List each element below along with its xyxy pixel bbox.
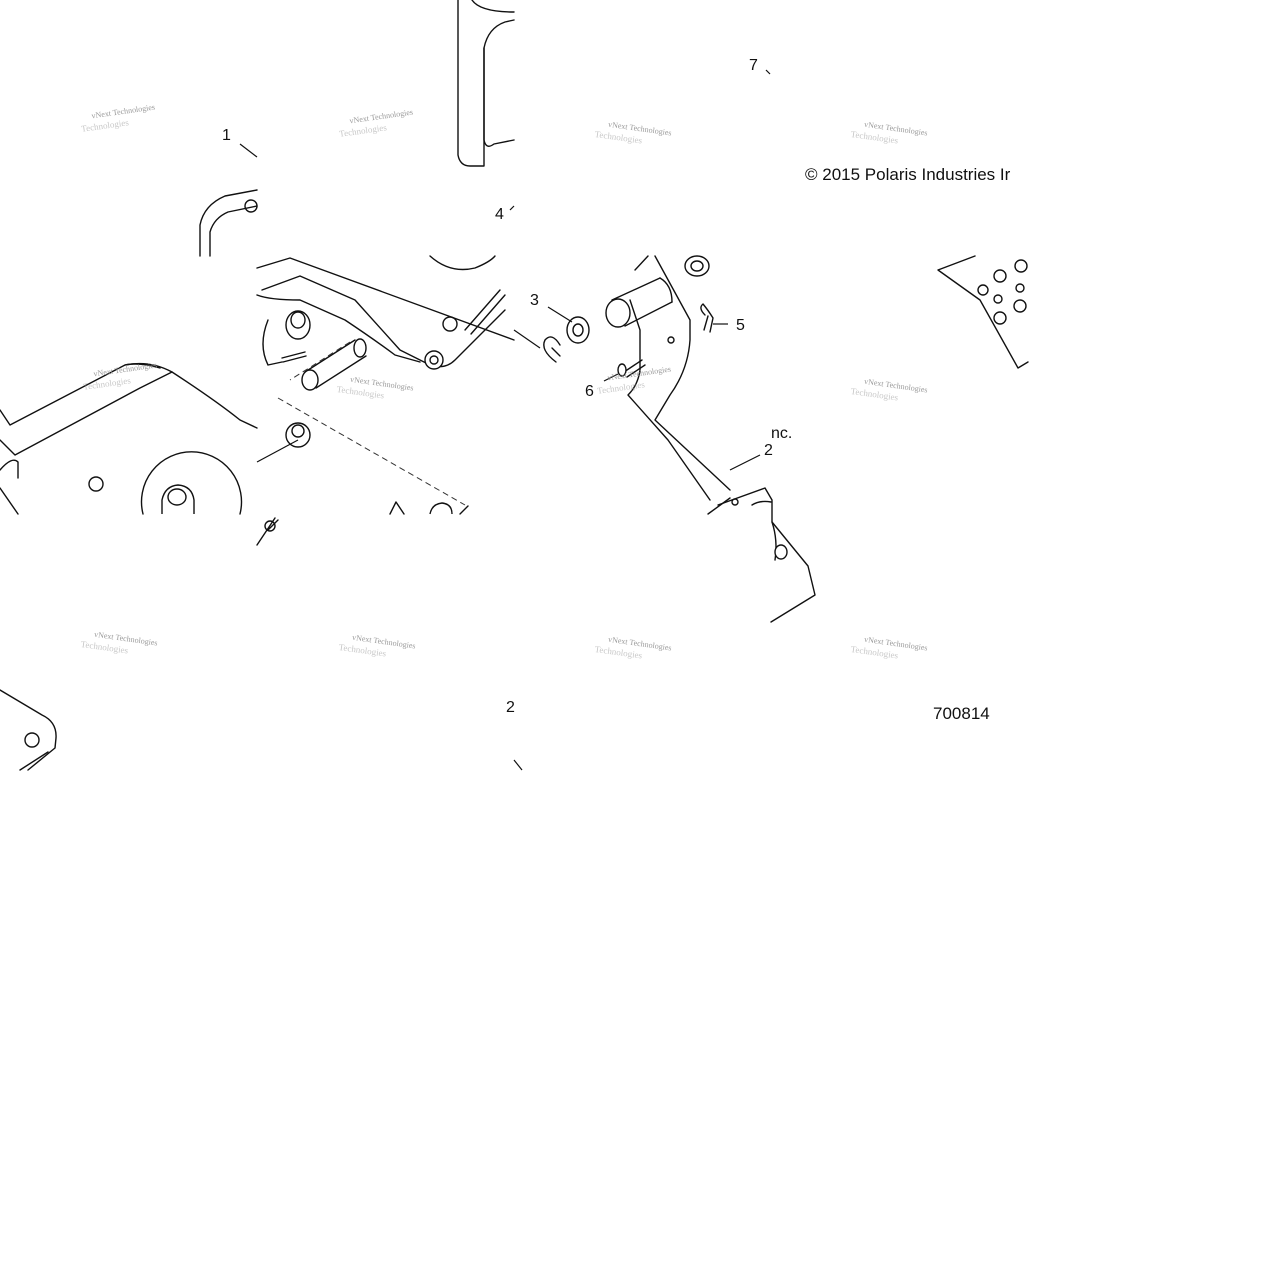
leader-lines: [239, 69, 771, 771]
footrest: [937, 255, 1029, 369]
watermark: vNext Technologies Technologies: [594, 120, 672, 146]
watermark: vNext Technologies Technologies: [850, 635, 928, 661]
watermark: vNext Technologies Technologies: [594, 635, 672, 661]
callout-4: 4: [495, 206, 504, 223]
main-plate: [0, 362, 258, 515]
watermark: vNext Technologies Technologies: [81, 102, 156, 134]
callout-3: 3: [530, 292, 539, 309]
watermark: vNext Technologies Technologies: [850, 120, 928, 146]
callout-2-cropped: 2: [506, 699, 515, 716]
figure-number: 700814: [933, 704, 990, 723]
callout-6: 6: [585, 383, 594, 400]
copyright-notice: © 2015 Polaris Industries Ir: [805, 165, 1011, 184]
callout-labels: 1 4 3 5 6 7 2 2: [222, 57, 773, 716]
lever-arm-top: [457, 0, 515, 167]
bracket-corner: [199, 189, 258, 257]
callout-2: 2: [764, 442, 773, 459]
copyright-fragment: nc.: [771, 425, 792, 442]
watermark: vNext Technologies Technologies: [339, 107, 414, 139]
watermarks: vNext Technologies Technologies vNext Te…: [80, 102, 928, 661]
watermark: vNext Technologies Technologies: [336, 375, 414, 401]
svg-text:Technologies: Technologies: [597, 379, 646, 396]
watermark: vNext Technologies Technologies: [83, 360, 158, 392]
callout-5: 5: [736, 317, 745, 334]
svg-text:Technologies: Technologies: [83, 375, 132, 392]
callout-1: 1: [222, 127, 231, 144]
pedal-bracket: [256, 255, 515, 546]
callout-7: 7: [749, 57, 758, 74]
watermark: vNext Technologies Technologies: [80, 630, 158, 656]
svg-text:Technologies: Technologies: [81, 117, 130, 134]
brake-pedal: [543, 255, 816, 623]
watermark: vNext Technologies Technologies: [338, 633, 416, 659]
svg-text:Technologies: Technologies: [339, 122, 388, 139]
watermark: vNext Technologies Technologies: [850, 377, 928, 403]
lower-plate-corner: [0, 689, 57, 771]
